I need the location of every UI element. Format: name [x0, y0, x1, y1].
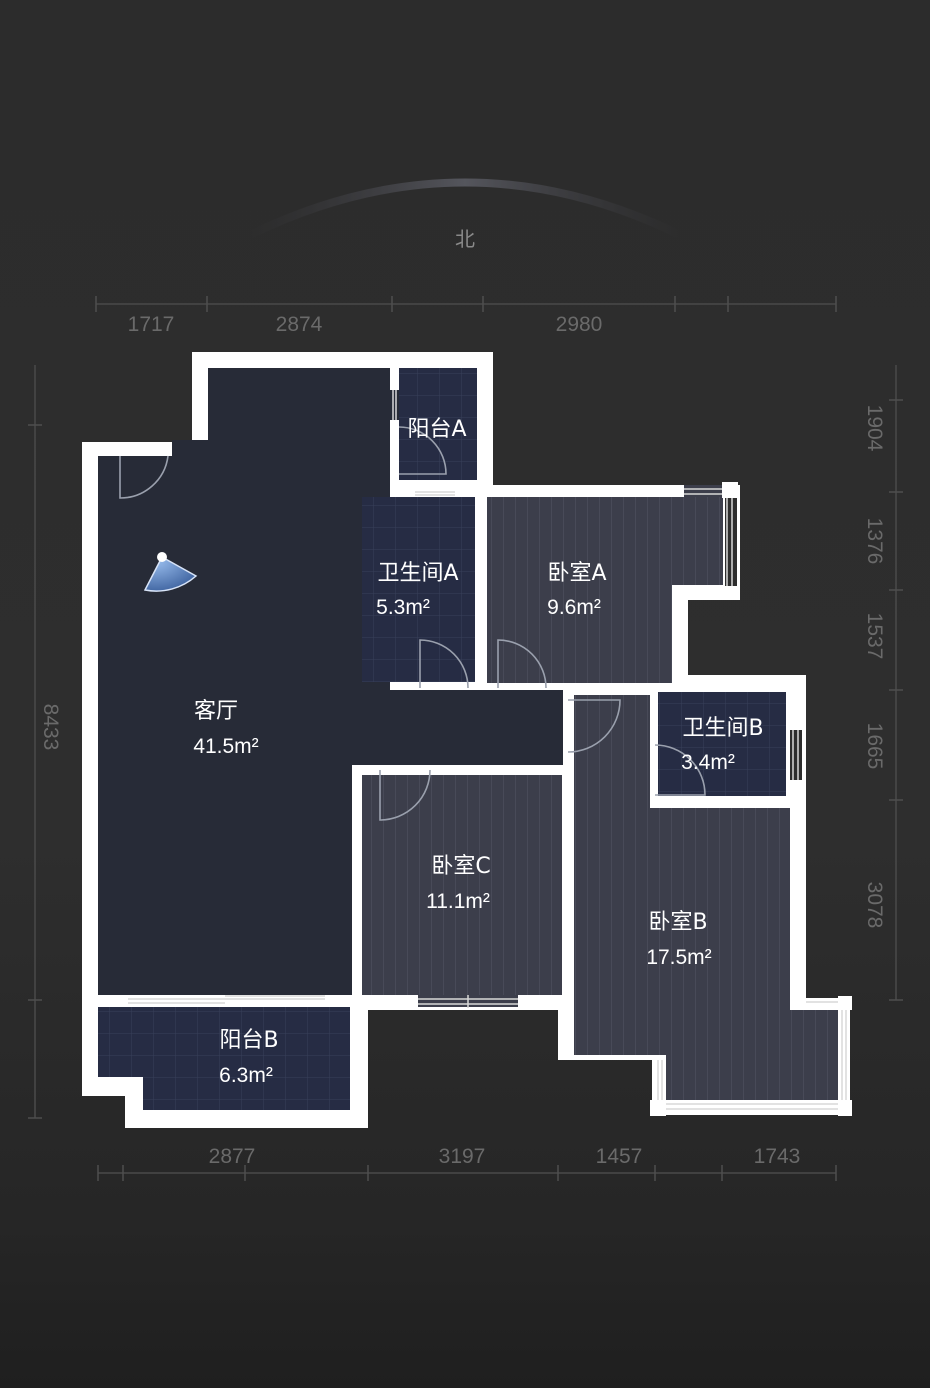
- room-bedroom-a-name: 卧室A: [547, 561, 606, 586]
- room-bedroom-b-floor[interactable]: [574, 695, 838, 1100]
- room-bath-b-floor[interactable]: [658, 692, 786, 796]
- dim-top-3: 2980: [556, 313, 603, 336]
- room-bath-b-name: 卫生间B: [682, 716, 763, 741]
- dim-top-2: 2874: [276, 313, 323, 336]
- room-balcony-b-area: 6.3m²: [219, 1064, 273, 1087]
- room-balcony-b-floor[interactable]: [98, 1007, 350, 1110]
- dim-right-3: 1537: [863, 613, 886, 660]
- dim-left-1: 8433: [39, 704, 62, 751]
- room-bedroom-b-area: 17.5m²: [646, 946, 711, 969]
- room-bedroom-a-floor[interactable]: [487, 497, 723, 683]
- room-bath-a-name: 卫生间A: [377, 561, 458, 586]
- dim-bottom-3: 1457: [596, 1145, 643, 1168]
- dimension-bottom: 2877 3197 1457 1743: [97, 1145, 837, 1181]
- door-bath-b[interactable]: [654, 744, 706, 796]
- dim-right-2: 1376: [863, 518, 886, 565]
- room-labels: 客厅 41.5m² 阳台A 卫生间A 5.3m² 卧室A 9.6m² 卫生间B …: [193, 417, 763, 1087]
- door-bedroom-b[interactable]: [567, 699, 621, 753]
- compass-arc: [248, 178, 682, 239]
- door-bedroom-a[interactable]: [497, 639, 547, 689]
- room-bedroom-a-area: 9.6m²: [547, 596, 601, 619]
- dim-bottom-2: 3197: [439, 1145, 486, 1168]
- room-balcony-a-name: 阳台A: [407, 417, 466, 442]
- dimension-top: 1717 2874 2980: [95, 296, 837, 336]
- north-label: 北: [455, 227, 475, 251]
- dim-right-5: 3078: [863, 882, 886, 929]
- room-balcony-a-floor[interactable]: [399, 368, 477, 480]
- door-bedroom-c[interactable]: [379, 769, 431, 821]
- room-bath-a-area: 5.3m²: [376, 596, 430, 619]
- dim-top-1: 1717: [128, 313, 175, 336]
- room-bath-b-area: 3.4m²: [681, 751, 735, 774]
- doors: [119, 426, 706, 821]
- dim-right-1: 1904: [863, 405, 886, 452]
- door-balcony-a[interactable]: [398, 426, 447, 475]
- windows: [128, 390, 852, 1116]
- room-bedroom-b-name: 卧室B: [648, 910, 707, 935]
- room-bedroom-c-floor[interactable]: [362, 775, 562, 995]
- door-entry[interactable]: [119, 455, 169, 499]
- compass: 北: [248, 178, 682, 251]
- room-living-name: 客厅: [194, 699, 238, 724]
- room-bedroom-c-area: 11.1m²: [426, 890, 490, 913]
- dim-bottom-1: 2877: [209, 1145, 256, 1168]
- door-bath-a[interactable]: [419, 639, 469, 689]
- room-bedroom-c-name: 卧室C: [431, 854, 490, 879]
- dimension-left: 8433: [28, 365, 62, 1119]
- dimension-right: 1904 1376 1537 1665 3078: [863, 365, 903, 1001]
- dim-right-4: 1665: [863, 723, 886, 770]
- room-balcony-b-name: 阳台B: [219, 1028, 278, 1053]
- camera-view-cone-icon[interactable]: [143, 552, 198, 592]
- room-living-area: 41.5m²: [193, 735, 258, 758]
- room-living-floor[interactable]: [98, 368, 563, 995]
- dim-bottom-4: 1743: [754, 1145, 801, 1168]
- room-bath-a-floor[interactable]: [362, 497, 475, 682]
